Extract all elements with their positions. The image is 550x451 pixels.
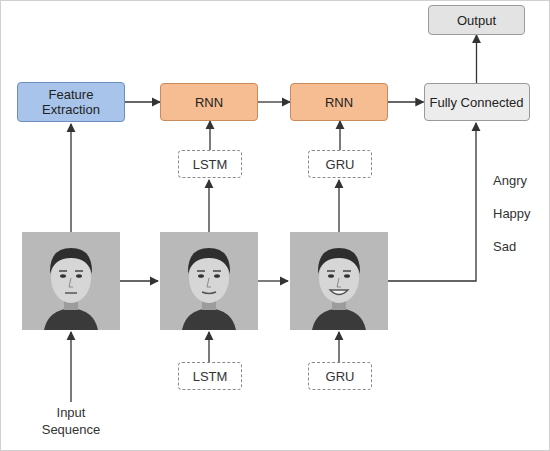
arrow-connector <box>125 101 160 102</box>
node-text: LSTM <box>193 157 228 172</box>
rnn-box: RNN <box>290 83 388 121</box>
cell-box: LSTM <box>178 150 242 178</box>
arrow-connector <box>339 121 340 150</box>
class-label: Angry <box>493 172 543 189</box>
node-text: GRU <box>326 157 355 172</box>
input-label: Input Sequence <box>36 404 106 438</box>
node-text: RNN <box>325 95 353 110</box>
dense-box: Fully Connected <box>424 83 530 121</box>
flow-arrows <box>71 123 476 402</box>
rnn-box: RNN <box>160 83 258 121</box>
process-box: Feature Extraction <box>17 82 125 122</box>
node-text: LSTM <box>193 369 228 384</box>
cell-box: GRU <box>308 362 372 390</box>
face-image <box>290 232 388 330</box>
face-image <box>160 232 258 330</box>
arrow-connector <box>388 101 424 102</box>
node-text: RNN <box>195 95 223 110</box>
arrow-connector <box>476 35 477 83</box>
node-text: GRU <box>326 369 355 384</box>
node-text: Fully Connected <box>430 95 524 110</box>
face-image <box>22 232 120 330</box>
cell-box: LSTM <box>178 362 242 390</box>
output-box: Output <box>428 5 525 35</box>
class-label: Sad <box>493 238 543 255</box>
cell-box: GRU <box>308 150 372 178</box>
arrow-connector <box>258 101 290 102</box>
arrow-connector <box>209 121 210 150</box>
node-text: Output <box>457 13 496 28</box>
node-text: Feature Extraction <box>18 87 124 117</box>
class-label: Happy <box>493 205 543 222</box>
